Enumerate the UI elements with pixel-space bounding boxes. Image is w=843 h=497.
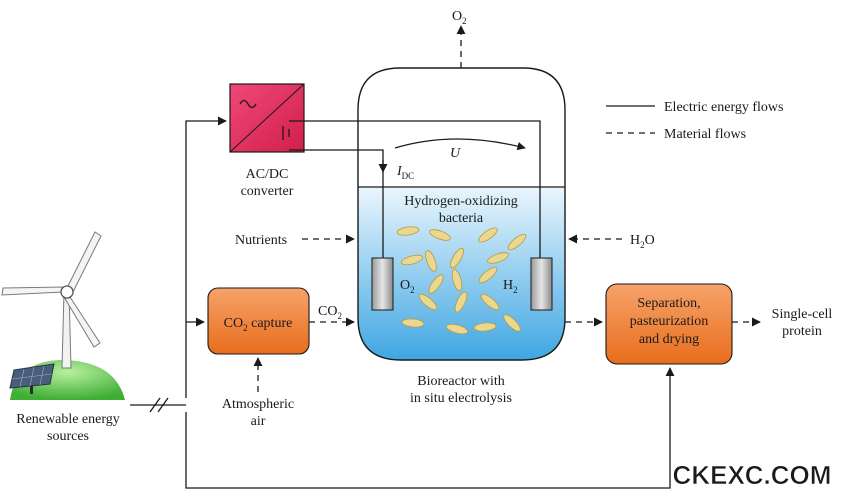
electric-wires [130, 116, 675, 489]
bacterium [425, 250, 437, 272]
watermark: CKEXC.COM [673, 460, 832, 490]
o2-outlet-label: O2 [452, 9, 467, 26]
separation-label-line1: Separation, [637, 296, 700, 311]
bioreactor-label-line2: in situ electrolysis [410, 391, 512, 406]
bacterium [478, 227, 498, 243]
air-label-line2: air [251, 414, 266, 429]
co2-capture-label: CO2 capture [224, 316, 293, 333]
bacterium [451, 268, 463, 292]
water-label: H2O [630, 233, 655, 250]
bacterium [454, 291, 468, 313]
bioreactor-label-line1: Bioreactor with [417, 374, 504, 389]
ac-wave-icon [239, 99, 257, 109]
nutrients-label: Nutrients [235, 233, 287, 248]
converter-label-line1: AC/DC [246, 167, 289, 182]
bacterium [478, 266, 498, 284]
bacterium [401, 318, 425, 328]
bacterium [450, 247, 464, 269]
co2-capture-box [207, 287, 310, 355]
bacterium [503, 314, 521, 332]
voltage-label: U [450, 146, 461, 161]
wire-to-anode [289, 149, 384, 176]
wire-renewable-to-separation [185, 367, 675, 489]
ac-dc-converter: AC/DC converter [229, 83, 305, 199]
separation-label-line3: and drying [639, 332, 699, 347]
renewable-label-line1: Renewable energy [16, 412, 120, 427]
break-mark [149, 397, 161, 413]
bacterium [445, 323, 469, 335]
bacterium [428, 274, 444, 294]
bacterium [400, 254, 424, 266]
bacteria-label-line1: Hydrogen-oxidizing [404, 194, 518, 209]
converter-diagonal [229, 83, 305, 153]
product-label-line1: Single-cell [772, 307, 833, 322]
solar-panel-grid [11, 365, 53, 388]
legend-electric-label: Electric energy flows [664, 100, 783, 115]
water-input: H2O [568, 233, 655, 250]
nutrients-input: Nutrients [235, 233, 355, 248]
bacteria-label-line2: bacteria [439, 211, 484, 226]
air-label-line1: Atmospheric [222, 397, 294, 412]
wire-renewable-to-converter [185, 116, 227, 398]
o2-outlet: O2 [452, 9, 467, 68]
product-label-line2: protein [782, 324, 822, 339]
bacterium [507, 233, 527, 251]
bioreactor-outline [357, 67, 566, 361]
legend: Electric energy flows Material flows [606, 100, 783, 142]
bacterium [396, 226, 420, 236]
separation-unit: Separation, pasteurization and drying [605, 283, 733, 365]
renewable-label-line2: sources [47, 429, 89, 444]
break-mark [157, 397, 169, 413]
solar-panel-post [30, 386, 33, 394]
wind-turbine-blade-up [65, 231, 102, 295]
cathode-h2-label: H2 [503, 278, 518, 295]
bacterium [473, 322, 497, 332]
cathode-electrode [530, 257, 553, 311]
separation-box [605, 283, 733, 365]
separation-label-line2: pasteurization [630, 314, 709, 329]
voltage-arrow [394, 138, 526, 151]
wind-turbine-blade-left [1, 286, 65, 296]
renewable-sources-illustration: Renewable energy sources [1, 231, 125, 444]
anode-o2-label: O2 [400, 278, 415, 295]
anode-electrode [371, 257, 394, 311]
bacteria-cluster [396, 226, 527, 335]
bacterium [418, 293, 438, 311]
wind-turbine-hub-icon [60, 285, 74, 299]
wire-to-cathode [289, 120, 541, 258]
legend-material-label: Material flows [664, 127, 746, 142]
bacterium [480, 293, 500, 311]
co2-capture: CO2 capture [207, 287, 310, 355]
wire-break-symbol [149, 397, 169, 413]
bacterium [429, 229, 451, 241]
solar-grid-line [11, 373, 53, 380]
bacterium [487, 252, 509, 264]
converter-label-line2: converter [241, 184, 294, 199]
current-label: IDC [396, 164, 414, 181]
co2-flow-label: CO2 [318, 304, 342, 321]
